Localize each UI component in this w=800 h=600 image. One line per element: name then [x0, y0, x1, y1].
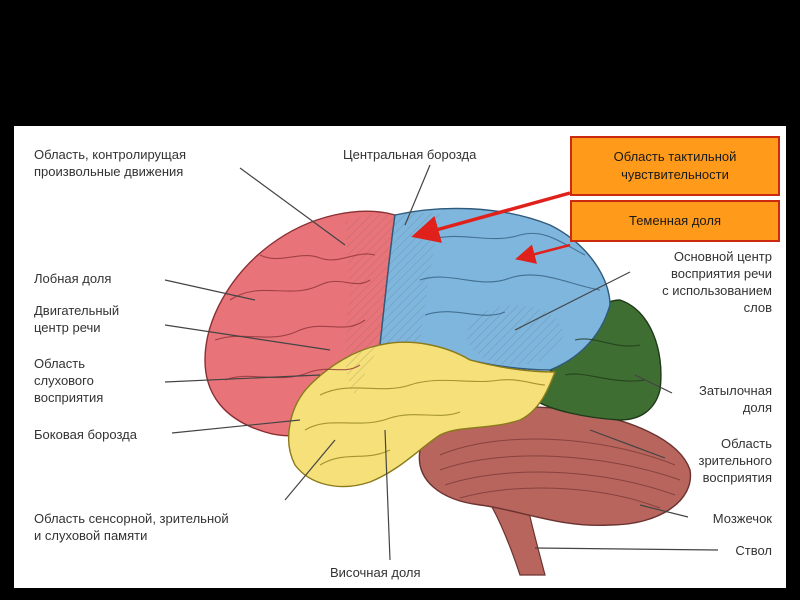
- label-lateral-sulcus: Боковая борозда: [34, 427, 137, 442]
- callout-tactile: Область тактильной чувствительности: [570, 136, 780, 196]
- label-visual-area: Область зрительного восприятия: [698, 436, 772, 485]
- parietal-gyri: [419, 232, 601, 316]
- callout-parietal: Теменная доля: [570, 200, 780, 242]
- parietal-arrow: [515, 243, 571, 264]
- label-speech-center: Основной центр восприятия речи с использ…: [662, 249, 772, 315]
- cerebellum-folds: [439, 438, 681, 509]
- label-frontal-lobe: Лобная доля: [34, 271, 112, 286]
- label-motor-speech: Двигательный центр речи: [34, 303, 120, 335]
- tactile-hatch: [380, 212, 440, 345]
- label-occipital-lobe: Затылочная доля: [699, 383, 772, 415]
- label-auditory-area: Область слухового восприятия: [34, 356, 104, 405]
- motor-hatch: [345, 213, 395, 395]
- label-temporal-lobe: Височная доля: [330, 565, 421, 580]
- label-memory-area: Область сенсорной, зрительной и слуховой…: [34, 511, 229, 543]
- tactile-arrow: [411, 191, 571, 243]
- label-brainstem: Ствол: [735, 543, 772, 558]
- occipital-gyri: [564, 338, 646, 382]
- label-cerebellum: Мозжечок: [712, 511, 772, 526]
- label-voluntary-motion: Область, контролирущая произвольные движ…: [34, 147, 187, 179]
- temporal-gyri: [304, 379, 546, 466]
- leader-lines: [164, 164, 719, 561]
- speech-hatch: [467, 305, 563, 365]
- label-central-sulcus: Центральная борозда: [343, 147, 477, 162]
